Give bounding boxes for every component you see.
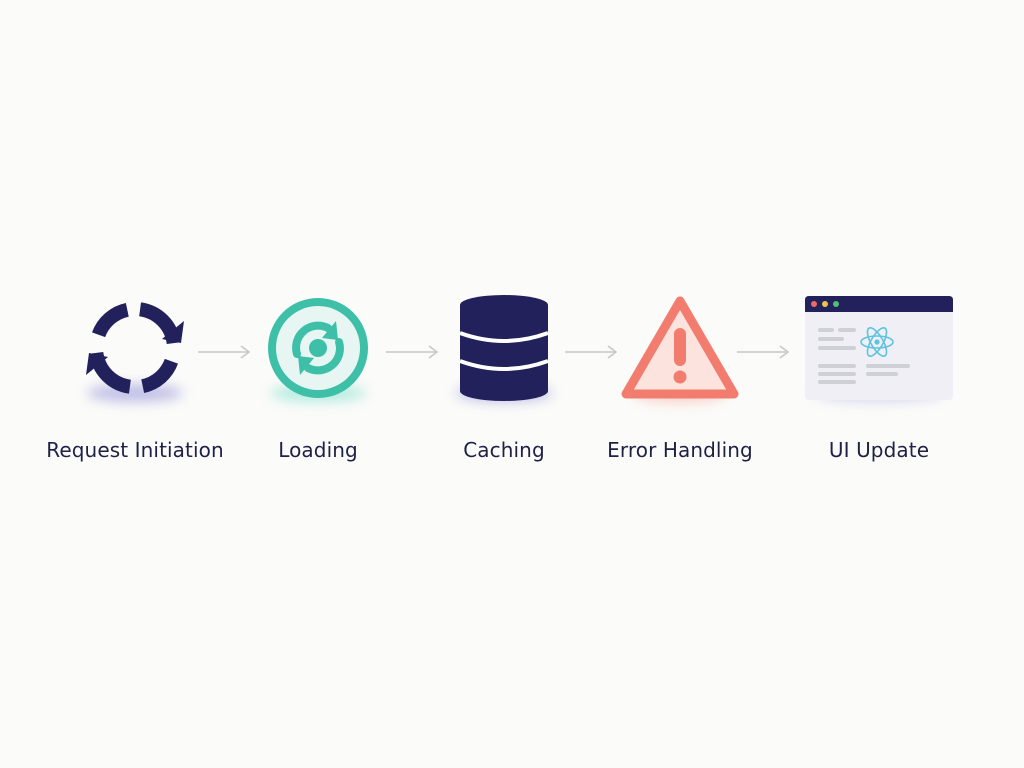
step-label: Loading <box>278 438 358 462</box>
step-label: Request Initiation <box>46 438 224 462</box>
database-icon <box>459 295 549 401</box>
sync-arrows-icon <box>86 302 184 394</box>
step-icon-wrap <box>600 290 760 406</box>
step-icon-wrap <box>424 290 584 406</box>
step-icon-wrap <box>55 290 215 406</box>
step-label: UI Update <box>828 438 930 462</box>
step-ui-update: UI Update <box>789 290 969 462</box>
step-label: Caching <box>463 438 545 462</box>
flow-arrow <box>565 345 618 359</box>
flow-arrow <box>198 345 251 359</box>
loading-spinner-icon <box>268 298 368 398</box>
step-icon-wrap <box>238 290 398 406</box>
warning-icon <box>621 296 739 399</box>
flow-arrow <box>737 345 790 359</box>
browser-window-icon <box>805 296 953 400</box>
icon-shadow <box>87 384 183 402</box>
step-request-initiation: Request Initiation <box>45 290 225 462</box>
step-icon-wrap <box>799 290 959 406</box>
react-logo-icon <box>860 327 894 357</box>
step-label: Error Handling <box>607 438 753 462</box>
step-loading: Loading <box>228 290 408 462</box>
step-caching: Caching <box>414 290 594 462</box>
flow-arrow <box>386 345 439 359</box>
step-error-handling: Error Handling <box>590 290 770 462</box>
